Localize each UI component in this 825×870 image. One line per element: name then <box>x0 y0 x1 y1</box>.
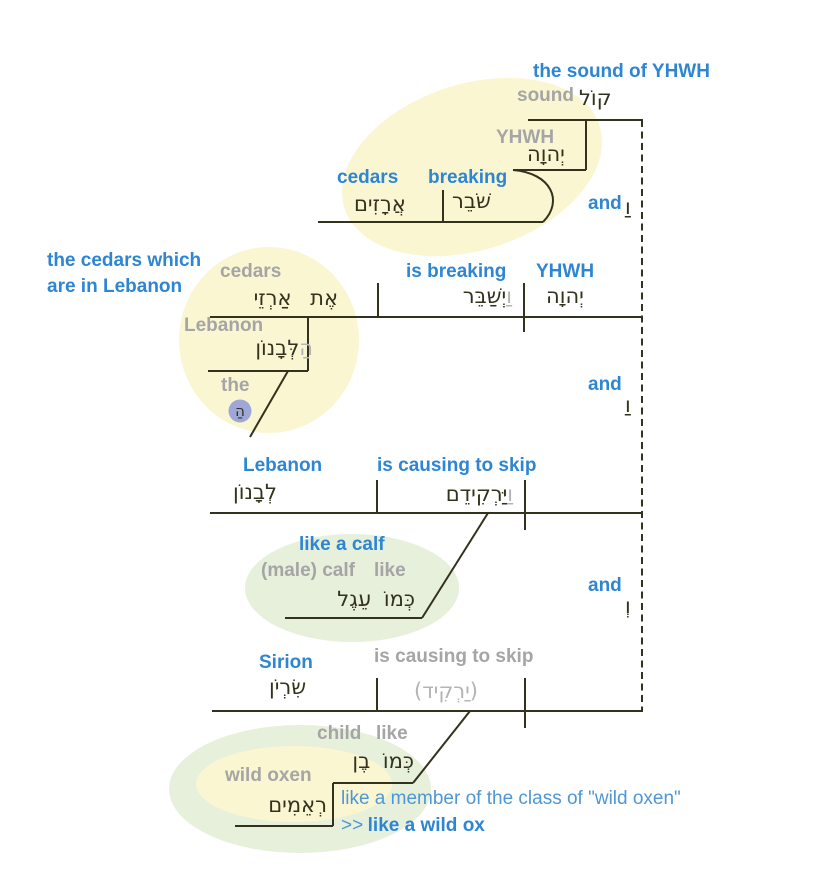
highlight-sound-phrase <box>342 77 602 257</box>
hebrew-reemim: רְאֵמִים <box>268 793 327 817</box>
gloss-and-3: and <box>588 575 622 596</box>
hebrew-vav-1: וַ <box>625 195 631 219</box>
hebrew-article-prefix: הַ <box>299 336 313 360</box>
hebrew-et-arzei: אֶת אַרְזֵי <box>253 286 338 310</box>
gloss-yhwh-genitive: YHWH <box>496 127 555 148</box>
gloss-and-1: and <box>588 193 622 214</box>
hebrew-qol: קוֹל <box>579 86 612 110</box>
translation-cedars-line1: the cedars which <box>47 250 202 271</box>
hebrew-halevanon: הַלְּבָנוֹן <box>255 335 313 361</box>
note-wild-oxen-class: like a member of the class of "wild oxen… <box>341 788 681 809</box>
article-slant-line <box>249 370 289 438</box>
hebrew-yarkidem-stem: יַּרְקִידֵם <box>445 482 508 506</box>
hebrew-levanon-object: לְבָנוֹן <box>233 480 277 504</box>
gloss-and-2: and <box>588 374 622 395</box>
gloss-is-causing-to-skip-2: is causing to skip <box>374 646 534 667</box>
hebrew-vav-prefix-2: וַ <box>507 482 513 506</box>
gloss-male-calf: (male) calf <box>261 560 355 581</box>
hebrew-shover: שֹׁבֵר <box>452 189 491 213</box>
hebrew-verb-stem: יְשַׁבֵּר <box>462 284 507 308</box>
hebrew-yhwh-genitive: יְהוָה <box>527 142 565 166</box>
translation-like-a-calf: like a calf <box>299 534 385 555</box>
translation-cedars-line2: are in Lebanon <box>47 276 183 297</box>
hebrew-article-he: הַ <box>235 402 245 420</box>
gloss-is-causing-to-skip-1: is causing to skip <box>377 455 537 476</box>
gloss-sound: sound <box>517 85 574 106</box>
comparison-slant-calf <box>421 512 489 619</box>
note-arrow-prefix: >> <box>341 815 364 836</box>
hebrew-arazim: אֲרָזִים <box>354 192 406 216</box>
gloss-is-breaking: is breaking <box>406 261 507 282</box>
gloss-like-1: like <box>374 560 406 581</box>
participle-hook-curve <box>512 169 554 223</box>
hebrew-vav-3: וְ <box>625 594 631 618</box>
hebrew-levanon-stem: לְּבָנוֹן <box>255 336 300 360</box>
highlight-like-a-calf <box>245 534 459 642</box>
hebrew-siryon: שִׂרְיֹן <box>269 675 307 699</box>
gloss-lebanon-genitive: Lebanon <box>184 315 264 336</box>
highlight-wild-oxen-inner <box>196 746 392 822</box>
hebrew-vav-2: וַ <box>625 393 631 417</box>
hebrew-kemo-egel: כְּמוֹ עֵגֶל <box>337 587 415 611</box>
hebrew-vayeshabber: וַיְשַׁבֵּר <box>463 283 512 309</box>
comparison-slant-oxen <box>412 710 471 784</box>
gloss-sirion: Sirion <box>259 652 313 673</box>
gloss-lebanon-object: Lebanon <box>243 455 323 476</box>
gloss-cedars-participle-object: cedars <box>337 167 399 188</box>
gloss-cedars-object: cedars <box>220 261 282 282</box>
note-like-a-wild-ox: >> like a wild ox <box>341 815 485 837</box>
hebrew-kemo-ven: כְּמוֹ בֶן <box>352 749 414 773</box>
hebrew-vayarkidem: וַיַּרְקִידֵם <box>446 481 513 507</box>
highlight-cedars-lebanon <box>179 247 359 433</box>
hebrew-yarkid-elided: (יַרְקִיד) <box>414 679 478 703</box>
hebrew-vav-prefix: וַ <box>506 284 512 308</box>
gloss-wild-oxen: wild oxen <box>225 765 312 786</box>
gloss-like-2: like <box>376 723 408 744</box>
article-circle <box>228 399 252 423</box>
gloss-yhwh-subject: YHWH <box>536 261 595 282</box>
gloss-child: child <box>317 723 362 744</box>
gloss-the-article: the <box>221 375 250 396</box>
hebrew-yhwh-subject: יְהוָה <box>546 284 584 308</box>
translation-sound-of-yhwh: the sound of YHWH <box>533 61 710 82</box>
gloss-breaking-participle: breaking <box>428 167 508 188</box>
note-bold-text: like a wild ox <box>367 815 485 836</box>
